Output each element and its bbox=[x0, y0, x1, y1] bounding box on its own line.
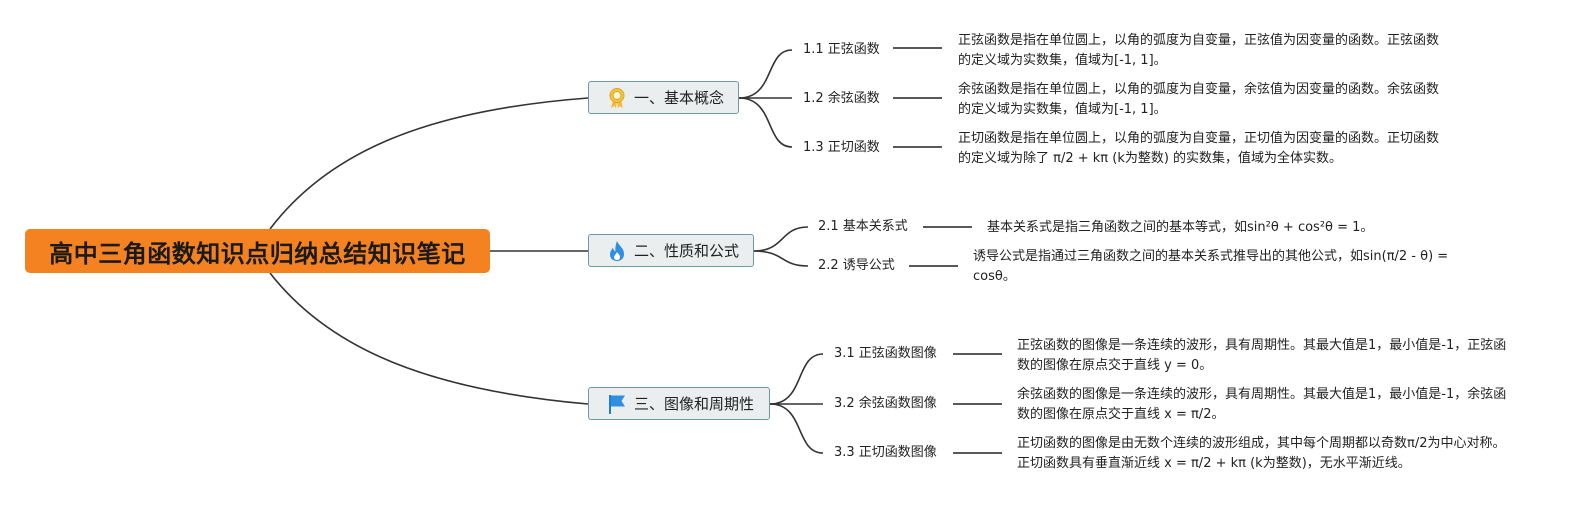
connector-b1-i1 bbox=[738, 49, 793, 99]
root-title: 高中三角函数知识点归纳总结知识笔记 bbox=[49, 239, 466, 268]
subtopic-2-2[interactable]: 2.2 诱导公式 bbox=[818, 258, 895, 273]
description-3-1: 正弦函数的图像是一条连续的波形，具有周期性。其最大值是1，最小值是-1，正弦函数… bbox=[1017, 338, 1507, 373]
subtopic-1-2[interactable]: 1.2 余弦函数 bbox=[803, 91, 880, 106]
subtopic-3-2[interactable]: 3.2 余弦函数图像 bbox=[834, 396, 937, 411]
root-topic[interactable]: 高中三角函数知识点归纳总结知识笔记 bbox=[25, 229, 490, 273]
connector-b3-i1 bbox=[769, 353, 824, 405]
connector-b1-i3 bbox=[738, 97, 793, 148]
branch-label: 二、性质和公式 bbox=[634, 242, 740, 260]
connector-root-b3 bbox=[269, 272, 589, 405]
connector-b2-i2 bbox=[753, 250, 809, 267]
description-2-1: 基本关系式是指三角函数之间的基本等式，如sin²θ + cos²θ = 1。 bbox=[987, 220, 1374, 235]
subtopic-3-3[interactable]: 3.3 正切函数图像 bbox=[834, 445, 937, 460]
flame-icon bbox=[606, 240, 628, 262]
branch-properties-formulas[interactable]: 二、性质和公式 bbox=[588, 234, 754, 267]
branch-graphs-periodicity[interactable]: 三、图像和周期性 bbox=[588, 387, 770, 420]
connector-b2-i1 bbox=[753, 226, 809, 252]
subtopic-3-1[interactable]: 3.1 正弦函数图像 bbox=[834, 346, 937, 361]
description-1-3: 正切函数是指在单位圆上，以角的弧度为自变量，正切值为因变量的函数。正切函数的定义… bbox=[958, 131, 1440, 166]
subtopic-1-3[interactable]: 1.3 正切函数 bbox=[803, 140, 880, 155]
description-3-3: 正切函数的图像是由无数个连续的波形组成，其中每个周期都以奇数π/2为中心对称。正… bbox=[1017, 436, 1506, 471]
branch-label: 三、图像和周期性 bbox=[634, 395, 755, 413]
description-3-2: 余弦函数的图像是一条连续的波形，具有周期性。其最大值是1，最小值是-1，余弦函数… bbox=[1017, 387, 1507, 422]
subtopic-2-1[interactable]: 2.1 基本关系式 bbox=[818, 219, 908, 234]
connector-b3-i3 bbox=[769, 403, 824, 454]
connector-root-b1 bbox=[269, 97, 589, 230]
flag-icon bbox=[606, 393, 628, 415]
award-ribbon-icon bbox=[606, 87, 628, 109]
description-1-1: 正弦函数是指在单位圆上，以角的弧度为自变量，正弦值为因变量的函数。正弦函数的定义… bbox=[958, 33, 1440, 68]
branch-basic-concepts[interactable]: 一、基本概念 bbox=[588, 81, 739, 114]
branch-label: 一、基本概念 bbox=[634, 89, 725, 107]
description-2-2: 诱导公式是指通过三角函数之间的基本关系式推导出的其他公式，如sin(π/2 - … bbox=[973, 249, 1449, 284]
subtopic-1-1[interactable]: 1.1 正弦函数 bbox=[803, 42, 880, 57]
description-1-2: 余弦函数是指在单位圆上，以角的弧度为自变量，余弦值为因变量的函数。余弦函数的定义… bbox=[958, 82, 1440, 117]
